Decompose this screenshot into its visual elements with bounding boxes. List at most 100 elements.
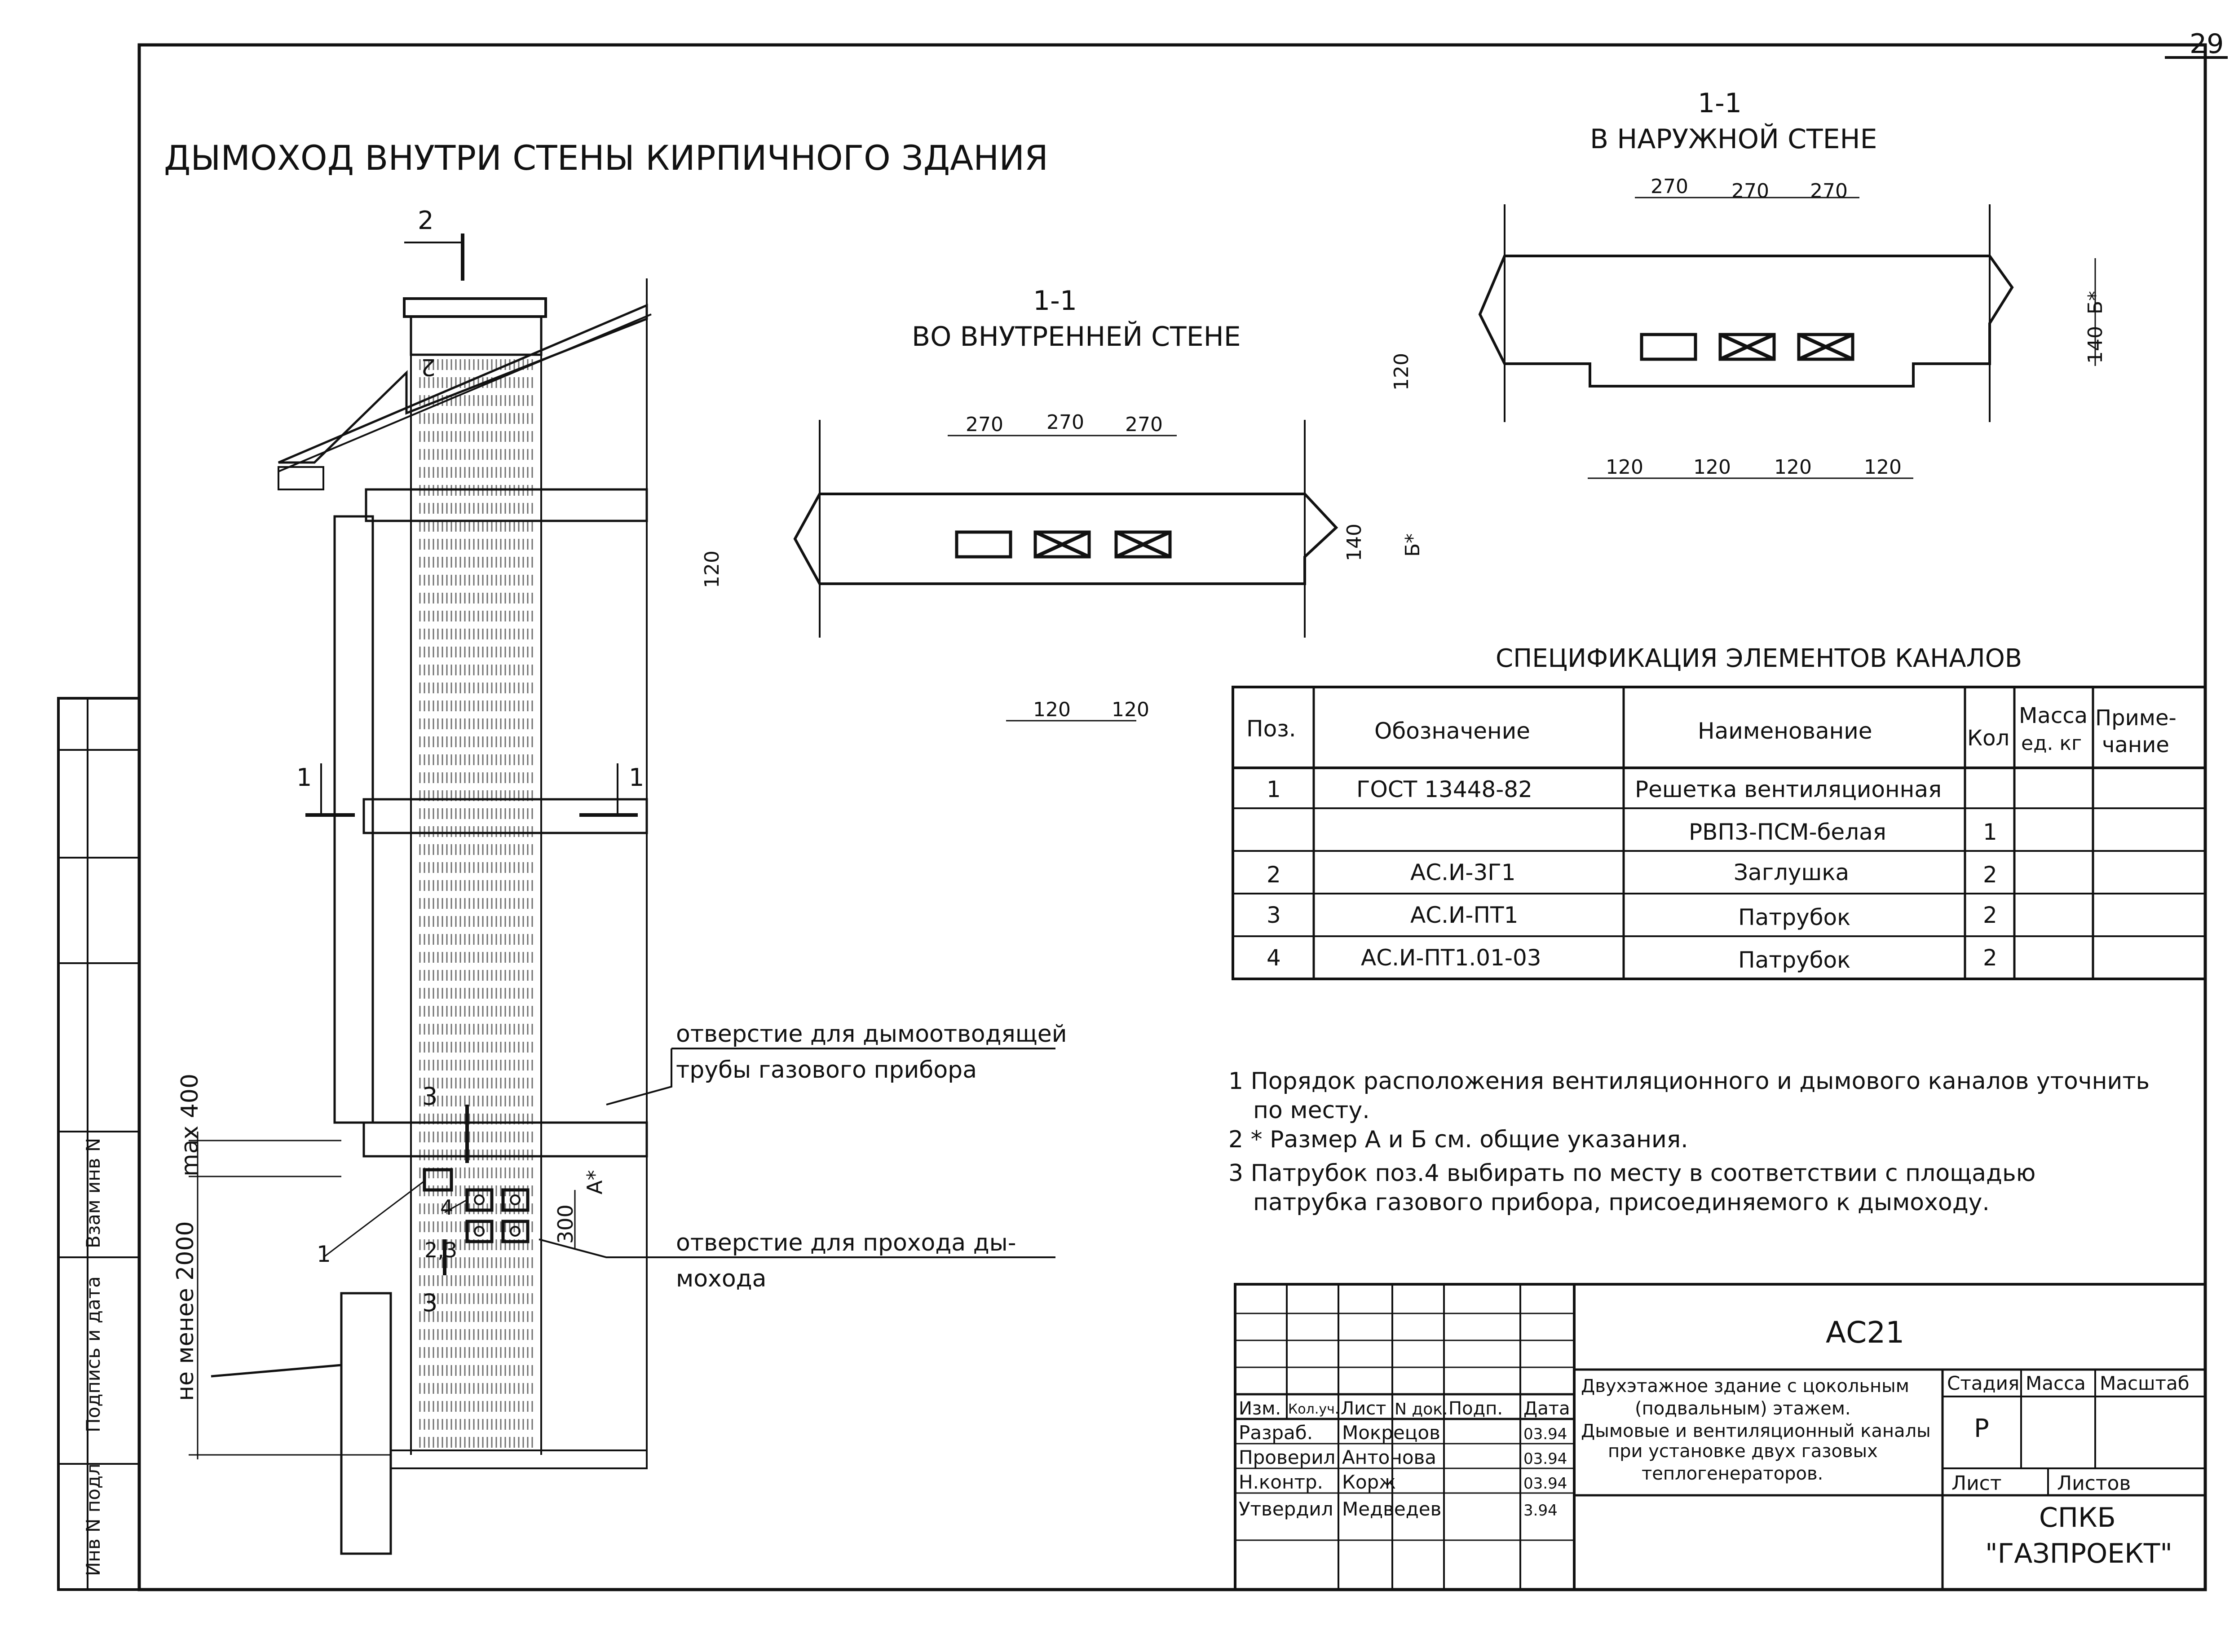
cut-2-label: 2 (418, 206, 434, 235)
tb-name: Корж (1342, 1471, 1396, 1493)
tb-sheets-label: Листов (2057, 1472, 2131, 1495)
pos-1-label: 1 (317, 1241, 331, 1267)
dim-a: А* (583, 1170, 607, 1194)
tb-org-1: СПКБ (2039, 1502, 2116, 1533)
inner-dim-b: Б* (1401, 533, 1424, 557)
notes: 1 Порядок расположения вентиляционного и… (1228, 1068, 2150, 1216)
side-stamp: Взам инв N Подпись и дата Инв N подл (57, 697, 141, 1591)
pipe-circle (474, 1226, 485, 1237)
tb-desc-2: (подвальным) этажем. (1635, 1398, 1851, 1419)
callout1-line1: отверстие для дымоотводящей (676, 1021, 1067, 1048)
outer-dim-bottom-2: 120 (1693, 456, 1731, 479)
spec-header-name: Наименование (1698, 718, 1872, 744)
inner-wall-hatch (793, 493, 1338, 585)
tb-stage-header: Стадия (1947, 1372, 2019, 1394)
spec-header-mass: Масса (2019, 703, 2088, 728)
tb-mass-header: Масса (2026, 1372, 2086, 1394)
inner-channel-3 (1114, 530, 1172, 559)
tb-col-izm: Изм. (1239, 1398, 1281, 1419)
outer-dim-bottom-1: 120 (1606, 456, 1643, 479)
dim-max-400: max 400 (177, 1074, 203, 1176)
spec-cell: 1 (1983, 819, 1997, 845)
callout2-leader (539, 1238, 671, 1258)
spec-cell: АС.И-ПТ1 (1410, 902, 1518, 928)
cut-3-bottom-label: 3 (422, 1289, 437, 1317)
leader-pos1 (323, 1180, 425, 1258)
page-number: 29 (2190, 28, 2224, 60)
spec-cell: 1 (1267, 776, 1281, 802)
pipe-lower-left (465, 1220, 494, 1243)
inner-channel-1 (955, 530, 1012, 559)
main-title: ДЫМОХОД ВНУТРИ СТЕНЫ КИРПИЧНОГО ЗДАНИЯ (164, 138, 1048, 178)
note-3-cont: патрубка газового прибора, присоединяемо… (1253, 1189, 1990, 1216)
tb-date: 03.94 (1523, 1425, 1567, 1443)
tb-col-kolu: Кол.уч. (1288, 1401, 1339, 1417)
dim-300: 300 (553, 1204, 578, 1244)
inner-dim-top-1: 270 (966, 413, 1003, 436)
title-block: Изм. Кол.уч. Лист N док. Подп. Дата Разр… (1234, 1283, 2207, 1591)
spec-header-designation: Обозначение (1374, 718, 1530, 744)
outer-dim-top-3: 270 (1810, 180, 1848, 203)
spec-cell: Патрубок (1738, 904, 1850, 930)
note-2: 2 * Размер А и Б см. общие указания. (1228, 1126, 1688, 1153)
tb-scale-header: Масштаб (2100, 1372, 2190, 1394)
spec-cell: АС.И-3Г1 (1410, 859, 1516, 885)
tb-role: Разраб. (1239, 1422, 1313, 1444)
spec-cell: РВП3-ПСМ-белая (1689, 819, 1886, 845)
spec-cell: 2 (1983, 902, 1997, 928)
spec-cell: Патрубок (1738, 947, 1850, 973)
inner-channel-2 (1033, 530, 1091, 559)
stamp-signature-date: Подпись и дата (82, 1276, 104, 1432)
outer-dim-left: 120 (1390, 353, 1413, 391)
tb-name: Медведев (1342, 1498, 1441, 1520)
spec-cell: Решетка вентиляционная (1635, 776, 1942, 802)
tb-sheet-label: Лист (1951, 1472, 2002, 1495)
tb-col-ndok: N док. (1395, 1400, 1448, 1419)
inner-dim-bottom-1: 120 (1033, 698, 1071, 721)
cut-1-left-label: 1 (296, 763, 312, 792)
spec-cell: 3 (1267, 902, 1281, 928)
tb-date: 03.94 (1523, 1475, 1567, 1493)
tb-stage-value: Р (1974, 1414, 1989, 1443)
pipe-lower-right (501, 1220, 530, 1243)
section-outer: 1-1 В НАРУЖНОЙ СТЕНЕ 270 270 270 120 120… (1390, 88, 2107, 479)
wall-column-upper (333, 515, 374, 1124)
spec-cell: АС.И-ПТ1.01-03 (1361, 945, 1541, 971)
cut-3-top-label: 3 (422, 1082, 437, 1110)
tb-date: 3.94 (1523, 1502, 1558, 1520)
spec-title: СПЕЦИФИКАЦИЯ ЭЛЕМЕНТОВ КАНАЛОВ (1496, 644, 2022, 673)
inner-channel-3-cross (1115, 530, 1171, 559)
tb-desc-4: при установке двух газовых (1608, 1441, 1878, 1462)
callout2-line1: отверстие для прохода ды- (676, 1229, 1016, 1256)
tb-desc-1: Двухэтажное здание с цокольным (1581, 1376, 1909, 1396)
slab-floor1 (362, 798, 648, 834)
chimney-top (410, 315, 543, 356)
tb-code: АС21 (1826, 1315, 1904, 1350)
slab-floor0 (362, 1121, 648, 1158)
pos-4-label: 4 (440, 1195, 453, 1220)
tb-name: Мокрецов (1342, 1422, 1440, 1444)
gutter (278, 466, 324, 490)
tb-col-podp: Подп. (1448, 1398, 1503, 1419)
title-block-frame (1234, 1283, 2207, 1591)
spec-header-qty: Кол (1967, 726, 2009, 751)
outer-dim-top-2: 270 (1731, 180, 1769, 203)
spec-cell: Заглушка (1734, 859, 1849, 885)
pipe-circle (510, 1194, 521, 1205)
outer-channel-2-cross (1719, 333, 1775, 361)
inner-channel-2-cross (1034, 530, 1090, 559)
inner-dim-140: 140 (1343, 524, 1366, 561)
note-1: 1 Порядок расположения вентиляционного и… (1228, 1068, 2150, 1095)
outer-wall-hatch (1478, 255, 2014, 388)
note-1-cont: по месту. (1253, 1097, 1370, 1124)
outer-dim-bottom-3: 120 (1774, 456, 1812, 479)
inner-dim-top-2: 270 (1046, 411, 1084, 434)
spec-cell: 2 (1267, 862, 1281, 888)
section-outer-caption: В НАРУЖНОЙ СТЕНЕ (1590, 123, 1877, 155)
ground-line (211, 1364, 342, 1378)
chimney-cap (403, 297, 547, 318)
tb-col-data: Дата (1523, 1398, 1570, 1419)
tb-name: Антонова (1342, 1446, 1436, 1468)
elevation-view: 2 2 1 1 3 3 1 4 2,3 max 400 не менее 200… (172, 206, 652, 1555)
callout2-line2: мохода (676, 1265, 766, 1292)
